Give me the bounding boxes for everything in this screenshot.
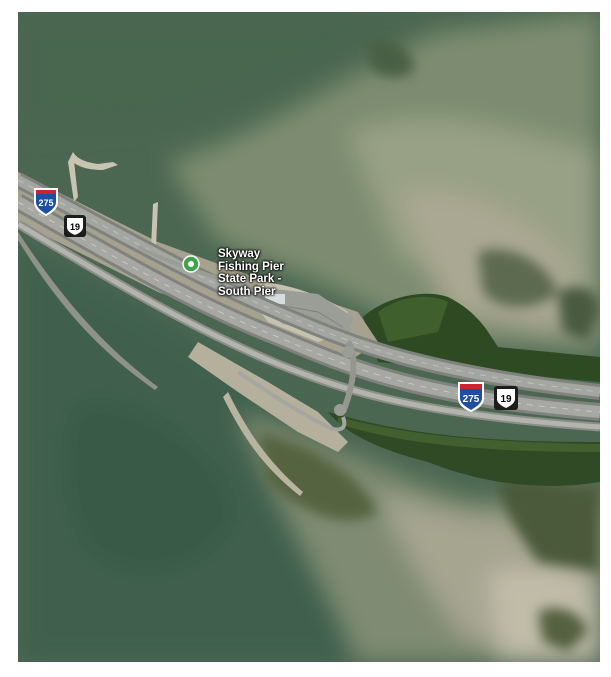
shield-number: 19 [70,222,80,232]
seagrass-south [258,432,600,652]
park-pin-icon[interactable] [182,255,200,273]
building-roof [265,294,285,304]
seagrass-north [368,39,600,342]
parking-lot [258,287,353,337]
us-highway-shield-icon: 19 [494,386,518,410]
map-canvas[interactable]: 275 19 275 19 [18,12,600,662]
shield-number: 19 [500,394,512,405]
causeway-south-vegetation [328,412,600,486]
interstate-shield-icon: 275 [34,188,58,216]
sand-spit [223,392,303,496]
us-highway-shield-icon: 19 [64,215,86,237]
jetty-north [68,152,158,248]
satellite-map[interactable]: 275 19 275 19 Skyway Fishing Pier State … [18,12,600,662]
interstate-shield-icon: 275 [458,382,484,412]
shield-number: 275 [38,198,53,208]
water-south [18,242,348,662]
shield-number: 275 [463,394,480,405]
poi-label[interactable]: Skyway Fishing Pier State Park - South P… [218,248,284,298]
